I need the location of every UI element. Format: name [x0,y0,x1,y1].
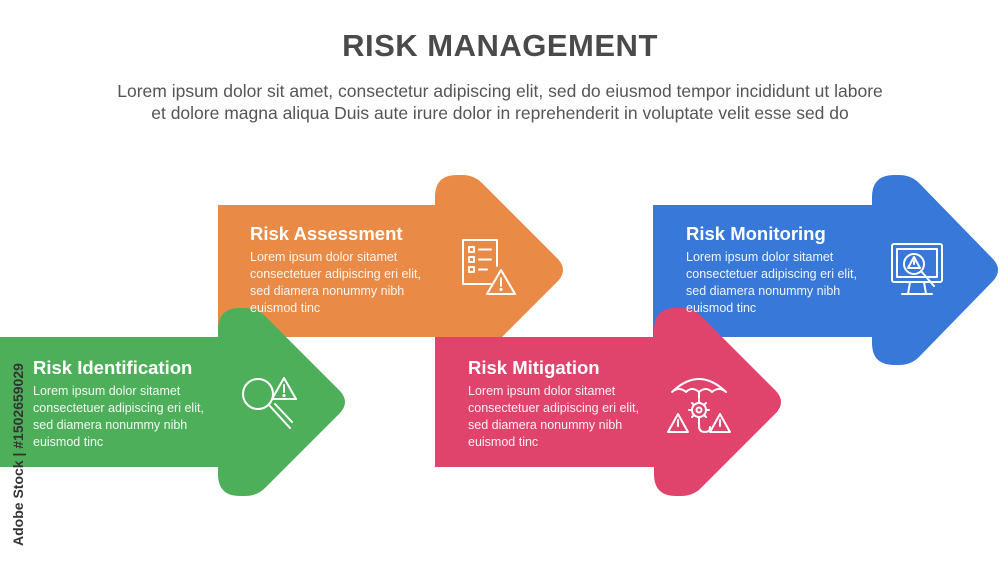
subtitle-line-1: Lorem ipsum dolor sit amet, consectetur … [117,81,883,101]
checklist-warning-icon [462,239,516,295]
step-title-risk-mitigation: Risk Mitigation [468,357,600,378]
page-subtitle: Lorem ipsum dolor sit amet, consectetur … [40,80,960,124]
magnifier-warning-icon [242,377,297,429]
step-body-risk-assessment: Lorem ipsum dolor sitamet consectetuer a… [250,250,421,315]
step-body-risk-mitigation: Lorem ipsum dolor sitamet consectetuer a… [468,384,639,449]
step-body-risk-identification: Lorem ipsum dolor sitamet consectetuer a… [33,384,204,449]
step-title-risk-assessment: Risk Assessment [250,223,403,244]
watermark-text: Adobe Stock | #1502659029 [8,318,32,548]
umbrella-gear-icon [667,378,731,433]
page-title: RISK MANAGEMENT [342,28,658,63]
subtitle-line-2: et dolore magna aliqua Duis aute irure d… [151,103,849,123]
monitor-warning-icon [891,243,943,295]
arrow-risk-identification [0,308,345,496]
arrow-risk-mitigation [435,308,781,496]
step-body-risk-monitoring: Lorem ipsum dolor sitamet consectetuer a… [686,250,857,315]
arrow-risk-monitoring [653,175,998,365]
step-title-risk-identification: Risk Identification [33,357,193,378]
arrow-risk-assessment [218,175,563,365]
watermark-label: Adobe Stock | #1502659029 [10,363,26,546]
step-title-risk-monitoring: Risk Monitoring [686,223,826,244]
